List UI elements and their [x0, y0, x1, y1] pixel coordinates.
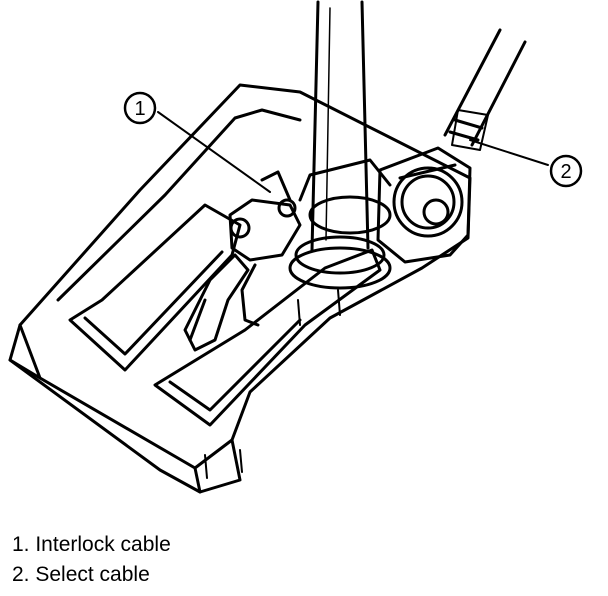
callout-2: 2: [549, 154, 583, 188]
shifter-assembly-diagram: 1 2: [8, 0, 583, 494]
callout-1: 1: [123, 91, 157, 125]
base-plate-side: [8, 323, 242, 494]
leader-line-1: [157, 111, 271, 193]
shift-lever: [310, 0, 320, 252]
callout-number-1: 1: [134, 98, 145, 120]
callout-circle-1: [123, 91, 157, 125]
legend-item-interlock-cable: 1. Interlock cable: [12, 533, 171, 556]
callout-number-2: 2: [560, 161, 571, 183]
interlock-bracket: [228, 198, 302, 262]
recess-slot-right: [153, 248, 382, 427]
cable-bracket: [376, 146, 472, 264]
legend: 1. Interlock cable 2. Select cable: [12, 530, 592, 590]
legend-item-select-cable: 2. Select cable: [12, 563, 150, 586]
recess-slot-left: [68, 203, 242, 372]
select-cable: [443, 28, 502, 137]
lever-boot: [294, 235, 386, 275]
callout-circle-2: [549, 154, 583, 188]
leader-line-2: [469, 139, 549, 166]
select-cable-joint: [392, 166, 464, 238]
